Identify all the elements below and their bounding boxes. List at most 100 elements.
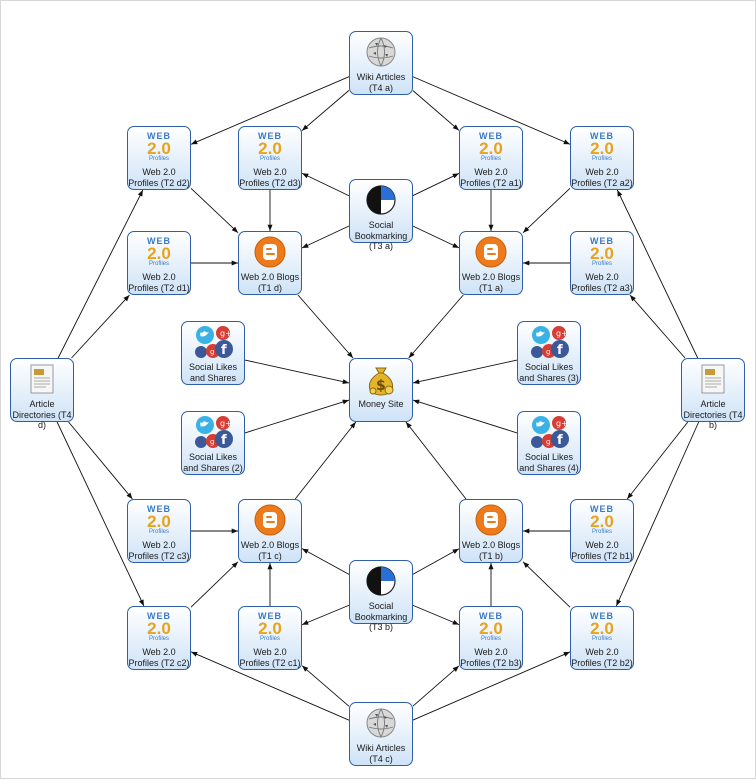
blogger-icon [239, 503, 301, 537]
edge-w-d2-to-blog-d [190, 187, 239, 234]
blogger-icon [239, 235, 301, 269]
svg-text:g: g [546, 348, 550, 356]
edge-sb-a-to-w-d3 [301, 172, 350, 197]
node-blog-d[interactable]: Web 2.0 Blogs (T1 d) [238, 231, 302, 295]
edge-ad-b-to-w-b2 [615, 421, 700, 607]
edge-wiki-c-to-w-c2 [190, 651, 350, 721]
edge-w-b2-to-blog-b [522, 561, 571, 608]
node-label: Wiki Articles (T4 a) [356, 72, 406, 93]
edge-ad-b-to-w-a3 [629, 294, 686, 359]
node-sb-a[interactable]: Social Bookmarking (T3 a) [349, 179, 413, 251]
edge-blog-a-to-money [408, 294, 464, 359]
svg-text:f: f [221, 433, 227, 448]
node-label: Web 2.0 Profiles (T2 a2) [571, 167, 633, 188]
edge-blog-c-to-money [294, 421, 357, 500]
node-label: Web 2.0 Profiles (T2 a1) [460, 167, 522, 188]
edge-sb-b-to-w-c1 [301, 604, 350, 626]
blogger-icon [460, 235, 522, 269]
edge-sl-2-to-money [244, 399, 350, 434]
node-label: Social Likes and Shares (3) [519, 362, 579, 383]
node-ad-b[interactable]: Article Directories (T4 b) [681, 358, 745, 430]
node-blog-a[interactable]: Web 2.0 Blogs (T1 a) [459, 231, 523, 295]
node-wiki-c[interactable]: Wiki Articles (T4 c) [349, 702, 413, 766]
edge-wiki-c-to-w-b3 [412, 665, 460, 707]
node-ad-d[interactable]: Article Directories (T4 d) [10, 358, 74, 430]
edge-w-a2-to-blog-a [522, 187, 571, 234]
node-label: Web 2.0 Profiles (T2 b2) [571, 647, 633, 668]
node-blog-b[interactable]: Web 2.0 Blogs (T1 b) [459, 499, 523, 563]
svg-text:g: g [210, 348, 214, 356]
edge-ad-d-to-w-c3 [68, 421, 133, 500]
node-label: Web 2.0 Blogs (T1 a) [461, 272, 521, 293]
node-blog-c[interactable]: Web 2.0 Blogs (T1 c) [238, 499, 302, 563]
edge-w-c2-to-blog-c [190, 561, 239, 608]
node-sb-b[interactable]: Social Bookmarking (T3 b) [349, 560, 413, 632]
edge-ad-b-to-w-a2 [616, 189, 699, 359]
node-label: Social Bookmarking (T3 a) [354, 220, 408, 251]
edge-wiki-c-to-w-c1 [301, 665, 350, 707]
edge-blog-d-to-money [297, 294, 354, 359]
node-label: Social Likes and Shares (2) [183, 452, 243, 473]
edge-sl-4-to-money [412, 399, 518, 434]
svg-text:f: f [221, 343, 227, 358]
edge-sl-1-to-money [244, 359, 350, 385]
edge-sb-b-to-w-b3 [412, 604, 460, 626]
node-label: Web 2.0 Blogs (T1 b) [461, 540, 521, 561]
node-label: Money Site [358, 399, 404, 409]
node-label: Social Likes and Shares [188, 362, 238, 383]
document-icon [682, 362, 744, 396]
node-label: Wiki Articles (T4 c) [356, 743, 406, 764]
node-label: Article Directories (T4 b) [683, 399, 743, 430]
svg-text:g: g [546, 438, 550, 446]
node-money[interactable]: $ Money Site [349, 358, 413, 422]
node-label: Web 2.0 Profiles (T2 d3) [239, 167, 301, 188]
wiki-globe-icon [350, 35, 412, 69]
edge-sb-a-to-blog-d [301, 225, 350, 249]
svg-text:g+: g+ [220, 419, 232, 428]
node-wiki-a[interactable]: Wiki Articles (T4 a) [349, 31, 413, 95]
edge-ad-b-to-w-b1 [626, 421, 689, 500]
node-label: Web 2.0 Profiles (T2 d1) [128, 272, 190, 293]
node-label: Web 2.0 Blogs (T1 c) [240, 540, 300, 561]
edge-sb-b-to-blog-c [301, 548, 350, 575]
node-label: Web 2.0 Profiles (T2 a3) [571, 272, 633, 293]
svg-text:$: $ [376, 378, 386, 394]
svg-text:g+: g+ [556, 419, 568, 428]
edge-ad-d-to-w-d1 [71, 294, 130, 359]
svg-text:f: f [557, 343, 563, 358]
node-label: Web 2.0 Profiles (T2 c1) [239, 647, 301, 668]
edge-wiki-a-to-w-d3 [301, 90, 350, 131]
edge-ad-d-to-w-c2 [56, 421, 145, 607]
node-label: Web 2.0 Profiles (T2 d2) [128, 167, 190, 188]
edge-wiki-a-to-w-a2 [412, 76, 571, 145]
edge-ad-d-to-w-d2 [57, 189, 144, 359]
